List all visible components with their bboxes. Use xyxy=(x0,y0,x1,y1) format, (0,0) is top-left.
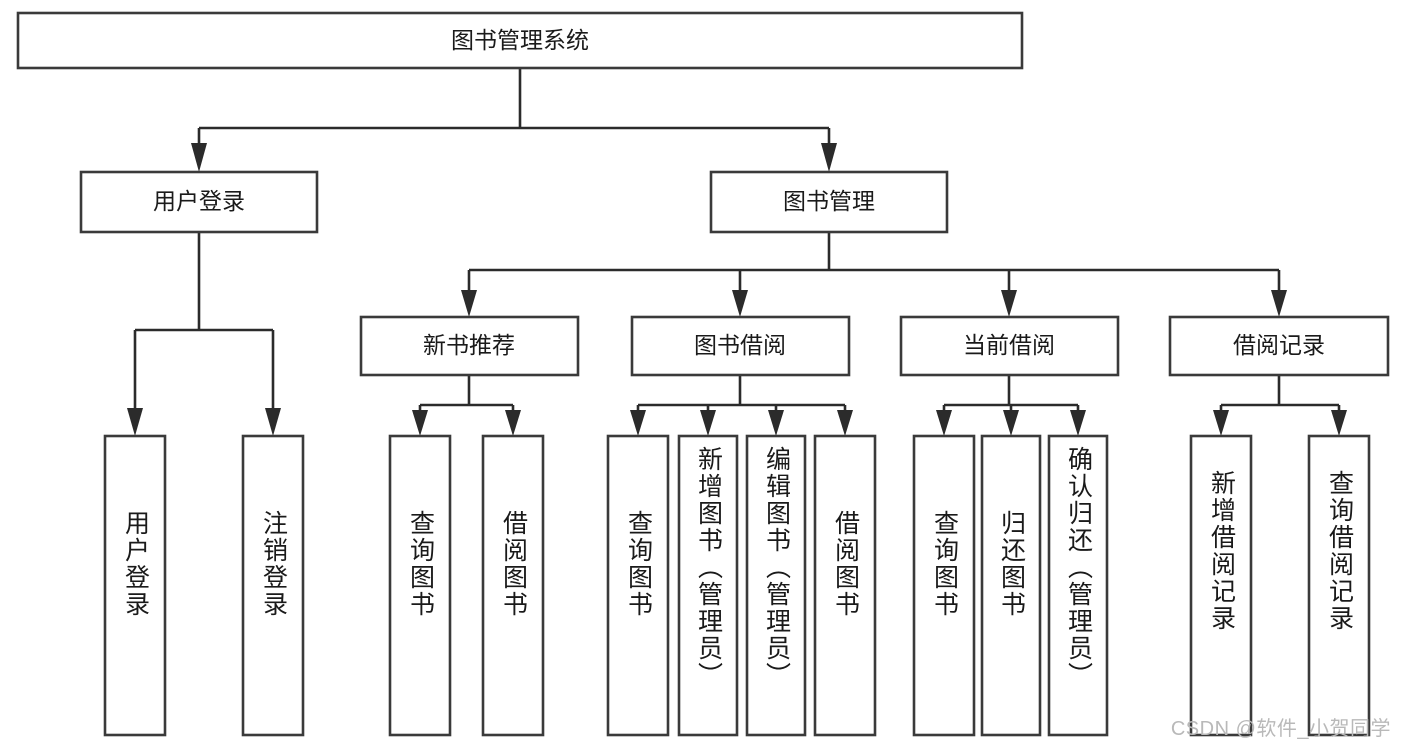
node-root-box[interactable] xyxy=(16,11,1024,70)
leaf-box-add-record[interactable] xyxy=(1189,434,1253,737)
node-current-borrow-label: 当前借阅 xyxy=(963,332,1055,358)
node-book-manage-label: 图书管理 xyxy=(783,188,875,214)
node-book-borrow[interactable]: 图书借阅 xyxy=(630,315,851,377)
leaf-boxes xyxy=(103,434,1371,737)
arrow-head-leaf-query-book-1 xyxy=(412,410,428,436)
arrow-head-user-login xyxy=(191,143,207,172)
arrow-head-leaf-borrow-book-1 xyxy=(505,410,521,436)
arrow-head-book-manage xyxy=(821,143,837,172)
arrow-head-leaf-return-book xyxy=(1003,410,1019,436)
leaf-box-query-book-3[interactable] xyxy=(912,434,976,737)
node-new-book-recommend-label: 新书推荐 xyxy=(423,332,515,358)
arrow-head-leaf-borrow-book-2 xyxy=(837,410,853,436)
arrow-head-leaf-edit-book xyxy=(768,410,784,436)
node-book-manage[interactable]: 图书管理 xyxy=(709,170,949,234)
arrow-head-leaf-query-record xyxy=(1331,410,1347,436)
arrow-head-leaf-confirm-return xyxy=(1070,410,1086,436)
node-new-book-recommend-box[interactable] xyxy=(359,315,580,377)
connector-group-new-book-recommend xyxy=(412,375,521,436)
arrow-head-leaf-query-book-2 xyxy=(630,410,646,436)
leaf-box-edit-book[interactable] xyxy=(745,434,807,737)
node-book-borrow-box[interactable] xyxy=(630,315,851,377)
arrow-head-borrow-record xyxy=(1271,290,1287,317)
leaf-box-query-book-2[interactable] xyxy=(606,434,670,737)
node-book-borrow-label: 图书借阅 xyxy=(694,332,786,358)
connector-group-borrow-record xyxy=(1213,375,1347,436)
leaf-box-user-login[interactable] xyxy=(103,434,167,737)
node-current-borrow-box[interactable] xyxy=(899,315,1120,377)
node-borrow-record[interactable]: 借阅记录 xyxy=(1168,315,1390,377)
csdn-watermark: CSDN @软件_小贺同学 xyxy=(1170,718,1391,740)
connector-group-book-borrow xyxy=(630,375,853,436)
arrow-head-book-borrow xyxy=(732,290,748,317)
leaf-box-confirm-return[interactable] xyxy=(1047,434,1109,737)
leaf-box-borrow-book-2[interactable] xyxy=(813,434,877,737)
connector-group-user-login xyxy=(127,232,281,436)
arrow-head-new-book-recommend xyxy=(461,290,477,317)
node-root-label: 图书管理系统 xyxy=(451,27,589,53)
leaf-box-query-record[interactable] xyxy=(1307,434,1371,737)
leaf-box-user-logout[interactable] xyxy=(241,434,305,737)
node-user-login-box[interactable] xyxy=(79,170,319,234)
leaf-box-return-book[interactable] xyxy=(980,434,1042,737)
node-current-borrow[interactable]: 当前借阅 xyxy=(899,315,1120,377)
node-user-login[interactable]: 用户登录 xyxy=(79,170,319,234)
arrow-head-leaf-add-book xyxy=(700,410,716,436)
node-borrow-record-label: 借阅记录 xyxy=(1233,332,1325,358)
node-new-book-recommend[interactable]: 新书推荐 xyxy=(359,315,580,377)
connector-group-book-manage xyxy=(461,232,1287,317)
arrow-head-current-borrow xyxy=(1001,290,1017,317)
node-borrow-record-box[interactable] xyxy=(1168,315,1390,377)
arrow-head-leaf-user-login xyxy=(127,408,143,436)
leaf-box-borrow-book-1[interactable] xyxy=(481,434,545,737)
connector-group-root xyxy=(191,68,837,172)
node-book-manage-box[interactable] xyxy=(709,170,949,234)
node-root[interactable]: 图书管理系统 xyxy=(16,11,1024,70)
arrow-head-leaf-add-record xyxy=(1213,410,1229,436)
leaf-box-add-book[interactable] xyxy=(677,434,739,737)
arrow-head-leaf-query-book-3 xyxy=(936,410,952,436)
connector-group-current-borrow xyxy=(936,375,1086,436)
node-user-login-label: 用户登录 xyxy=(153,188,245,214)
leaf-box-query-book-1[interactable] xyxy=(388,434,452,737)
arrow-head-leaf-user-logout xyxy=(265,408,281,436)
